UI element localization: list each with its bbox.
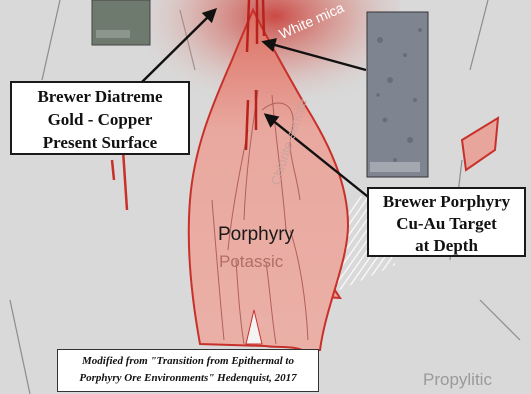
zone-label-porphyry: Porphyry bbox=[218, 224, 294, 246]
callout-line: at Depth bbox=[369, 235, 524, 257]
thumbnail-photo bbox=[92, 0, 150, 45]
callout-brewer-porphyry: Brewer Porphyry Cu-Au Target at Depth bbox=[367, 187, 526, 257]
zone-label-potassic: Potassic bbox=[219, 252, 283, 272]
zone-label-propylitic: Propylitic bbox=[423, 370, 492, 390]
callout-line: Present Surface bbox=[12, 131, 188, 154]
callout-line: Gold - Copper bbox=[12, 108, 188, 131]
callout-line: Brewer Diatreme bbox=[12, 85, 188, 108]
left-veins bbox=[112, 150, 127, 210]
callout-brewer-diatreme: Brewer Diatreme Gold - Copper Present Su… bbox=[10, 81, 190, 155]
citation-line: Porphyry Ore Environments" Hedenquist, 2… bbox=[58, 370, 318, 387]
citation-line: Modified from "Transition from Epitherma… bbox=[58, 353, 318, 370]
callout-line: Cu-Au Target bbox=[369, 213, 524, 235]
source-citation: Modified from "Transition from Epitherma… bbox=[57, 349, 319, 392]
right-vein-top bbox=[462, 118, 498, 170]
core-sample-photo bbox=[367, 12, 428, 177]
callout-line: Brewer Porphyry bbox=[369, 191, 524, 213]
